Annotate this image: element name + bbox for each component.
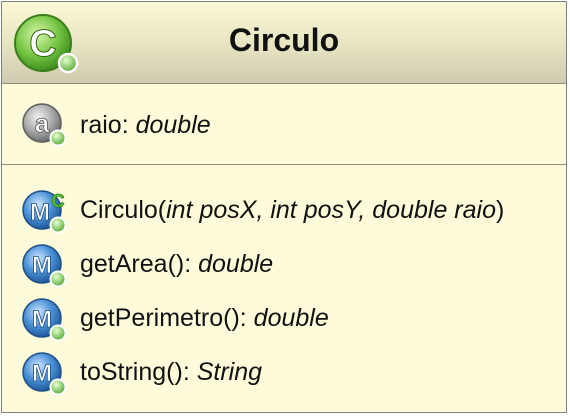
svg-text:M: M <box>32 306 52 333</box>
method-row-tostring[interactable]: M toString(): String <box>20 347 262 397</box>
method-signature: (): <box>223 303 254 332</box>
method-name: getPerimetro <box>80 303 224 332</box>
method-signature: (): <box>167 249 199 278</box>
method-icon: M <box>22 298 67 342</box>
method-row-getarea[interactable]: M getArea(): double <box>20 239 273 289</box>
svg-text:a: a <box>35 108 50 138</box>
class-header: C Circulo <box>2 2 566 84</box>
class-name: Circulo <box>228 22 340 58</box>
method-icon: M <box>22 244 67 288</box>
method-icon: M <box>22 352 67 396</box>
constructor-icon: M C <box>22 190 67 234</box>
attribute-separator: : <box>121 110 136 139</box>
svg-text:M: M <box>30 199 50 226</box>
method-return-type: String <box>196 357 263 386</box>
method-name: toString <box>80 357 167 386</box>
svg-text:C: C <box>29 23 56 65</box>
attribute-icon: a <box>22 103 67 147</box>
attribute-type: double <box>135 110 211 139</box>
method-name: getArea <box>80 249 168 278</box>
constructor-name: Circulo <box>80 195 158 224</box>
method-return-type: double <box>253 303 329 332</box>
method-signature: (): <box>166 357 197 386</box>
method-return-type: double <box>198 249 274 278</box>
svg-text:C: C <box>52 191 65 211</box>
constructor-close-paren: ) <box>495 195 505 224</box>
constructor-row[interactable]: M C Circulo(int posX, int posY, double r… <box>20 185 504 235</box>
method-row-getperimetro[interactable]: M getPerimetro(): double <box>20 293 329 343</box>
attribute-name: raio <box>80 110 122 139</box>
attributes-compartment: a raio: double <box>2 84 566 165</box>
svg-text:M: M <box>32 360 52 387</box>
attribute-row[interactable]: a raio: double <box>20 100 211 150</box>
svg-text:M: M <box>32 252 52 279</box>
constructor-params: int posX, int posY, double raio <box>166 195 496 224</box>
class-icon: C <box>14 14 79 74</box>
constructor-open-paren: ( <box>157 195 167 224</box>
